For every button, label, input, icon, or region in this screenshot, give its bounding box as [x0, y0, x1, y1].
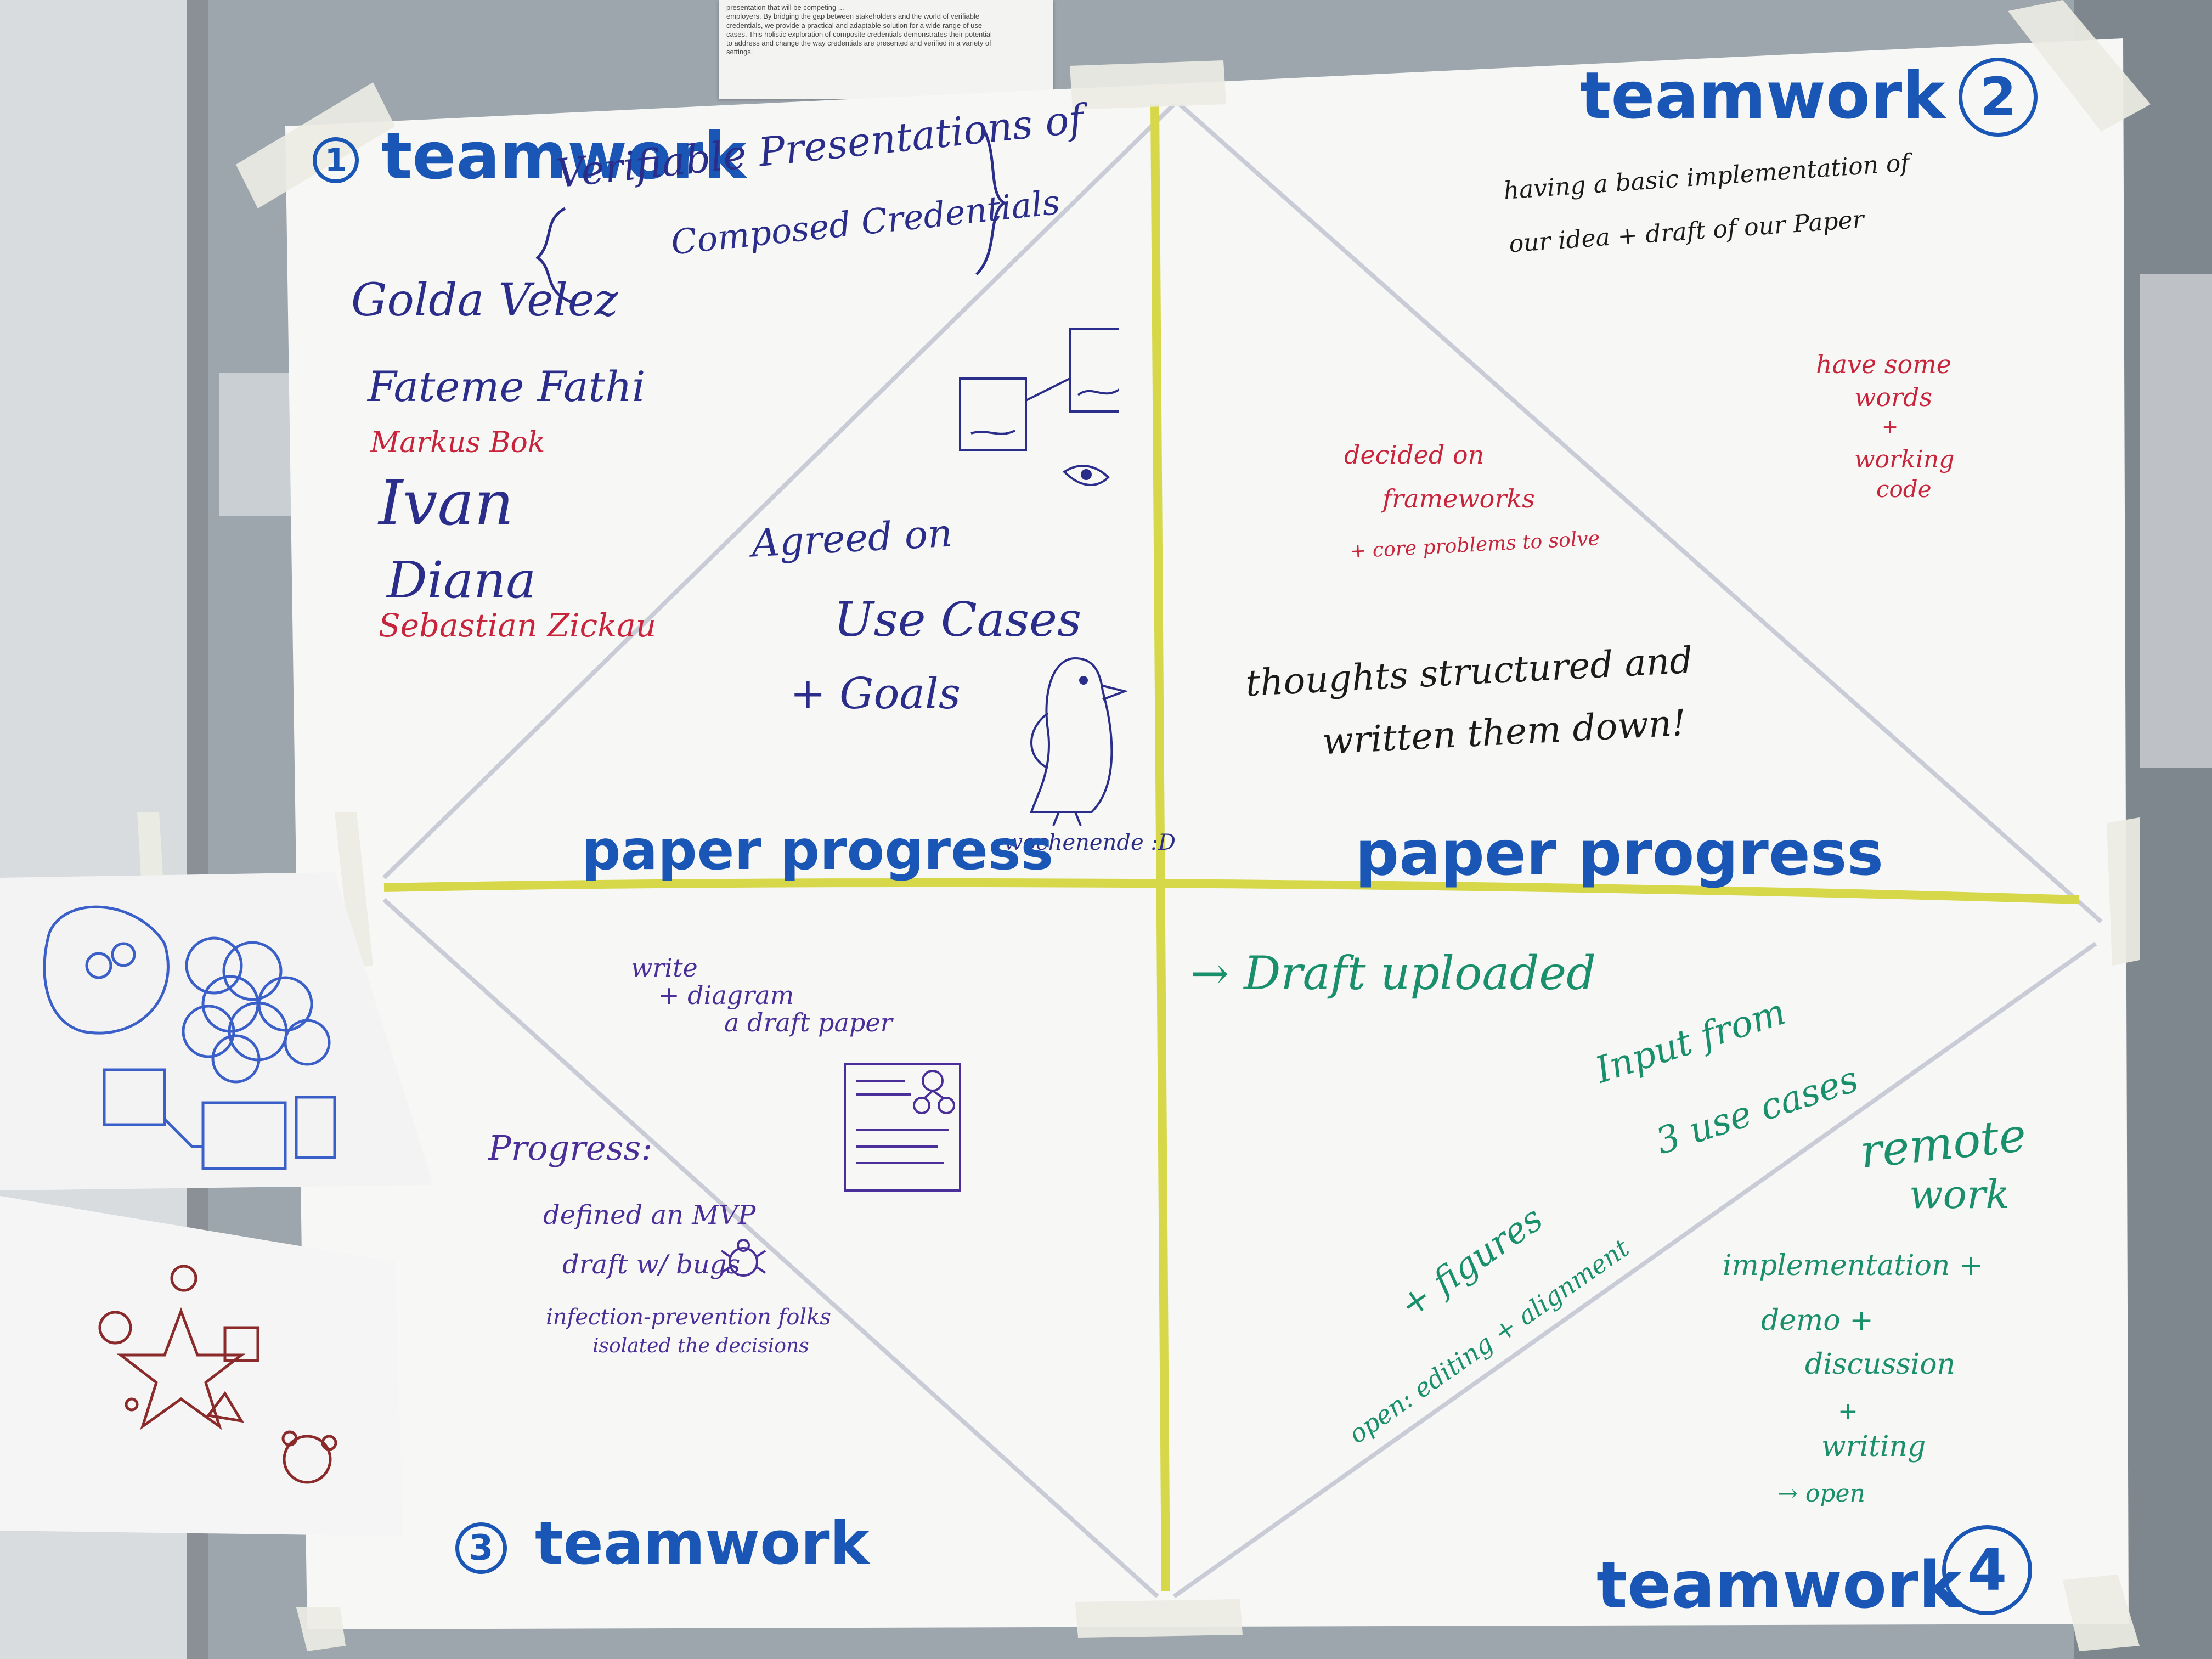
q3-progress-line-4: isolated the decisions [592, 1335, 809, 1357]
quadrant-3-teamwork-label: teamwork [535, 1509, 870, 1578]
pinned-note-line: employers. By bridging the gap between s… [726, 12, 980, 21]
q4-impl-line-3: discussion [1805, 1348, 1956, 1381]
quadrant-2-teamwork-label: teamwork [1580, 58, 1945, 133]
q3-progress-line-1: defined an MVP [543, 1200, 756, 1231]
quadrant-4-teamwork-label: teamwork [1596, 1547, 1962, 1623]
q2-red-note-line-3: + [1882, 416, 1899, 438]
q2-red-note-line-2: words [1854, 382, 1933, 412]
q1-note-line-1: Agreed on [751, 510, 953, 566]
quadrant-1-number-badge: 1 [313, 137, 359, 183]
q2-red-note-line-1: have some [1816, 349, 1952, 379]
wochenende-caption: wochenende :D [1004, 830, 1176, 855]
q2-red-note-line-4: working [1854, 445, 1955, 473]
q2-decided-line-2: frameworks [1383, 484, 1535, 514]
pinned-note-text: presentation that will be competing ...e… [726, 3, 1046, 57]
screens-eye-doodle [959, 328, 1119, 486]
title-bracket [535, 125, 1007, 303]
quadrant-2-number: 2 [1979, 66, 2017, 128]
paper-progress-right-label: paper progress [1355, 818, 1884, 889]
bug-doodle [720, 1239, 766, 1277]
q2-decided-line-1: decided on [1344, 440, 1485, 470]
q3-write-line-2: + diagram [658, 980, 794, 1010]
q1-note-line-2: Use Cases [834, 592, 1082, 647]
q4-remote-line-2: work [1909, 1171, 2010, 1217]
quadrant-1-number: 1 [324, 142, 347, 179]
draft-paper-doodle [844, 1063, 961, 1192]
pinned-note-line: cases. This holistic exploration of comp… [726, 30, 992, 38]
q4-impl-line-6: → open [1778, 1480, 1865, 1508]
quadrant-4-number: 4 [1967, 1537, 2007, 1604]
q4-impl-line-1: implementation + [1723, 1249, 1983, 1282]
paper-progress-left-label: paper progress [582, 818, 1053, 882]
team-member-5: Diana [387, 551, 537, 610]
pinned-note-line: credentials, we provide a practical and … [726, 21, 983, 30]
pinned-note-line: settings. [726, 48, 753, 57]
q3-progress-line-2: draft w/ bugs [562, 1249, 741, 1280]
q4-impl-line-5: writing [1821, 1430, 1926, 1463]
team-member-6: Sebastian Zickau [379, 607, 657, 644]
pinned-note: presentation that will be competing ...e… [719, 0, 1053, 99]
q3-write-line-3: a draft paper [724, 1008, 893, 1037]
quadrant-2-number-badge: 2 [1959, 58, 2038, 137]
q2-red-note-line-5: code [1876, 476, 1932, 503]
q3-progress-line-3: infection-prevention folks [546, 1305, 831, 1330]
bird-doodle [1030, 657, 1128, 826]
team-member-4: Ivan [379, 468, 514, 539]
q4-impl-line-2: demo + [1761, 1304, 1874, 1337]
team-member-1: Golda Velez [351, 274, 618, 326]
quadrant-3-number: 3 [469, 1528, 494, 1568]
q1-note-line-3: + Goals [790, 669, 961, 719]
quadrant-3-number-badge: 3 [455, 1522, 507, 1574]
pinned-note-line: to address and change the way credential… [726, 39, 991, 47]
q4-draft-uploaded: → Draft uploaded [1190, 946, 1596, 1000]
pinned-note-line: presentation that will be competing ... [726, 3, 844, 12]
team-member-3: Markus Bok [370, 426, 545, 459]
team-member-2: Fateme Fathi [368, 362, 646, 411]
q3-progress-title: Progress: [488, 1128, 653, 1168]
quadrant-1-teamwork-label: teamwork [381, 118, 747, 194]
quadrant-4-number-badge: 4 [1942, 1525, 2032, 1615]
q4-impl-line-4: + [1838, 1397, 1858, 1425]
q3-write-line-1: write [631, 953, 698, 983]
